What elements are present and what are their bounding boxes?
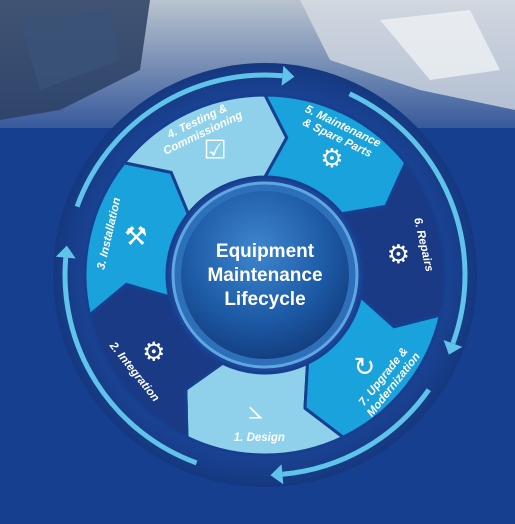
cycle-arrow-3 [270,388,431,485]
step-segment-6: ⚙6. Repairs [340,161,447,329]
step-segment-3: ⚒3. Installation [83,161,190,317]
compass-icon: ⦣ [248,396,263,426]
center-title-line-1: Equipment [216,241,315,262]
cycle-arrow-2 [348,91,468,355]
refresh-gear-icon: ↻ [354,352,376,382]
checklist-gear-icon: ☑ [203,136,226,166]
hand-gear-icon: ⚙ [387,240,410,270]
gears-icon: ⚙ [142,338,165,368]
center-hub: Equipment Maintenance Lifecycle [171,181,359,369]
cycle-arrow-4 [55,245,198,466]
center-title-line-3: Lifecycle [224,289,305,310]
center-title-line-2: Maintenance [207,265,322,286]
cycle-arrow-1 [74,65,295,208]
tools-icon: ⚒ [124,222,147,252]
step-segment-1: ⦣ 1. Design [184,361,345,457]
gear-wrench-icon: ⚙ [320,144,343,174]
step-label-1-line-1: 1. Design [234,432,285,444]
